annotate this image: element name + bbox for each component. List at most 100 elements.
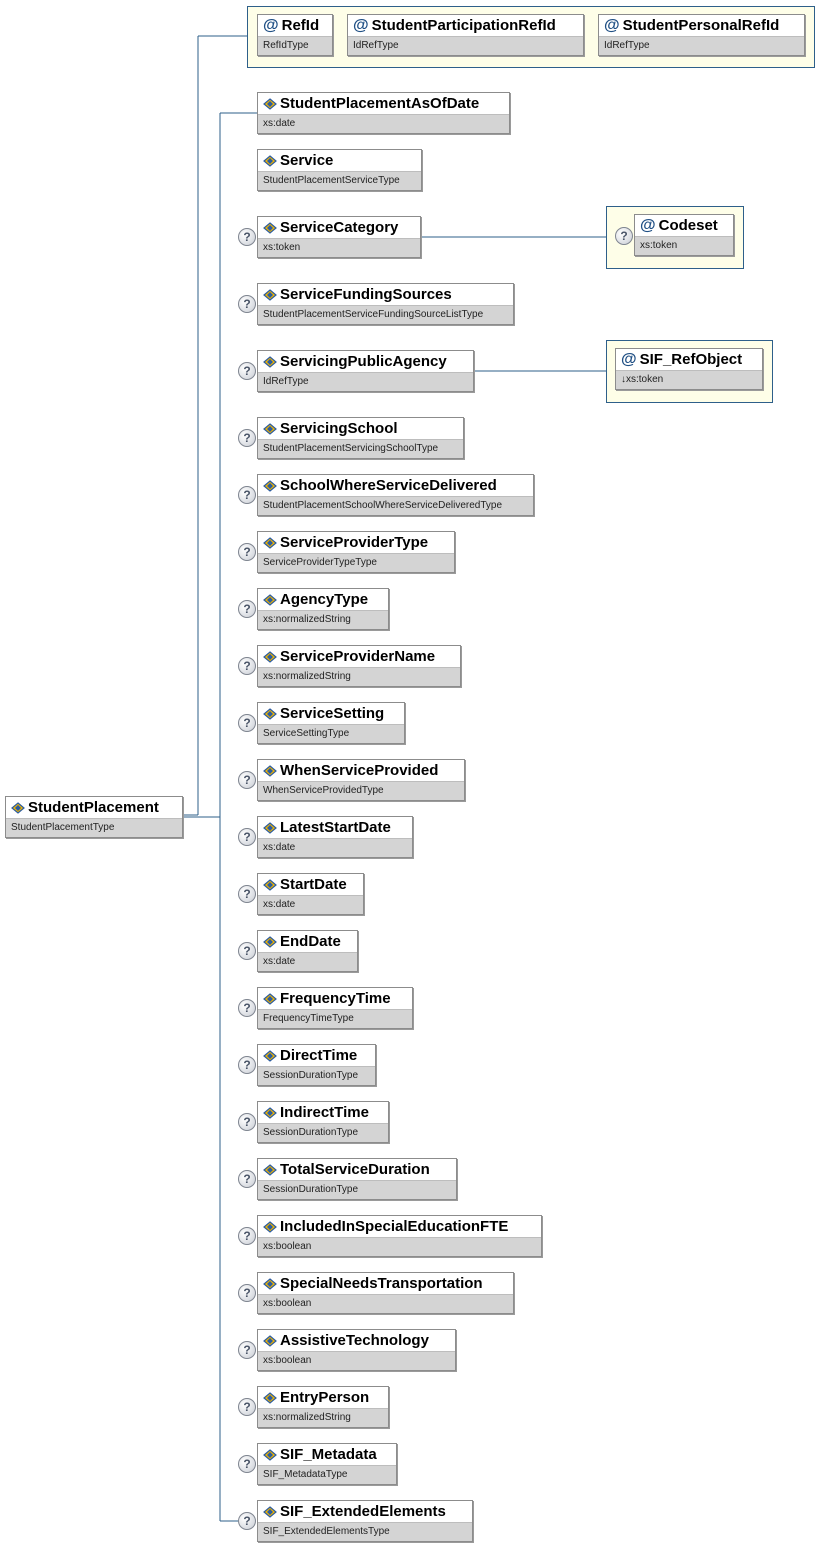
element-service-name: Service bbox=[280, 152, 334, 169]
root-student-placement-type: StudentPlacementType bbox=[6, 818, 182, 837]
attribute-icon: @ bbox=[353, 16, 369, 34]
element-end-date[interactable]: EndDate xs:date bbox=[257, 930, 358, 972]
element-special-needs-transportation-name: SpecialNeedsTransportation bbox=[280, 1275, 483, 1292]
element-icon bbox=[263, 479, 277, 492]
attribute-student-participation-ref-id-name: StudentParticipationRefId bbox=[371, 17, 556, 34]
element-sif-metadata-type: SIF_MetadataType bbox=[258, 1465, 396, 1484]
element-special-needs-transportation[interactable]: SpecialNeedsTransportation xs:boolean bbox=[257, 1272, 514, 1314]
optional-icon: ? bbox=[238, 1398, 256, 1416]
element-icon bbox=[263, 764, 277, 777]
optional-icon: ? bbox=[615, 227, 633, 245]
attribute-icon: @ bbox=[263, 16, 279, 34]
optional-icon: ? bbox=[238, 1170, 256, 1188]
element-icon bbox=[263, 1277, 277, 1290]
element-icon bbox=[263, 1220, 277, 1233]
element-when-service-provided-name: WhenServiceProvided bbox=[280, 762, 439, 779]
element-frequency-time-name: FrequencyTime bbox=[280, 990, 391, 1007]
element-entry-person-name: EntryPerson bbox=[280, 1389, 370, 1406]
optional-icon: ? bbox=[238, 228, 256, 246]
optional-icon: ? bbox=[238, 999, 256, 1017]
element-icon bbox=[263, 355, 277, 368]
element-icon bbox=[263, 992, 277, 1005]
optional-icon: ? bbox=[238, 657, 256, 675]
attribute-sif-refobject-type: ↓xs:token bbox=[616, 370, 762, 389]
element-icon bbox=[263, 422, 277, 435]
element-assistive-technology-type: xs:boolean bbox=[258, 1351, 455, 1370]
element-icon bbox=[263, 650, 277, 663]
element-service-provider-type-type: ServiceProviderTypeType bbox=[258, 553, 454, 572]
element-icon bbox=[263, 536, 277, 549]
element-student-placement-as-of-date-name: StudentPlacementAsOfDate bbox=[280, 95, 480, 112]
element-frequency-time-type: FrequencyTimeType bbox=[258, 1009, 412, 1028]
element-icon bbox=[263, 1505, 277, 1518]
element-icon bbox=[263, 821, 277, 834]
element-service-provider-name-name: ServiceProviderName bbox=[280, 648, 436, 665]
optional-icon: ? bbox=[238, 486, 256, 504]
element-icon bbox=[263, 1391, 277, 1404]
element-special-needs-transportation-type: xs:boolean bbox=[258, 1294, 513, 1313]
element-icon bbox=[263, 221, 277, 234]
attribute-sif-refobject[interactable]: @SIF_RefObject↓xs:token bbox=[615, 348, 763, 390]
element-service-type: StudentPlacementServiceType bbox=[258, 171, 421, 190]
element-school-where-service-delivered-type: StudentPlacementSchoolWhereServiceDelive… bbox=[258, 496, 533, 515]
element-total-service-duration-name: TotalServiceDuration bbox=[280, 1161, 430, 1178]
element-icon bbox=[263, 878, 277, 891]
attribute-icon: @ bbox=[640, 216, 656, 234]
element-servicing-public-agency-type: IdRefType bbox=[258, 372, 473, 391]
element-entry-person-type: xs:normalizedString bbox=[258, 1408, 388, 1427]
element-end-date-type: xs:date bbox=[258, 952, 357, 971]
root-student-placement-name: StudentPlacement bbox=[28, 799, 159, 816]
attribute-icon: @ bbox=[621, 350, 637, 368]
element-service-provider-type-name: ServiceProviderType bbox=[280, 534, 429, 551]
attribute-student-personal-ref-id-type: IdRefType bbox=[599, 36, 804, 55]
optional-icon: ? bbox=[238, 1113, 256, 1131]
element-icon bbox=[263, 935, 277, 948]
element-sif-extended-elements-name: SIF_ExtendedElements bbox=[280, 1503, 446, 1520]
element-icon bbox=[11, 801, 25, 814]
element-servicing-public-agency-name: ServicingPublicAgency bbox=[280, 353, 447, 370]
element-included-in-special-education-fte[interactable]: IncludedInSpecialEducationFTE xs:boolean bbox=[257, 1215, 542, 1257]
element-icon bbox=[263, 1163, 277, 1176]
element-included-in-special-education-fte-type: xs:boolean bbox=[258, 1237, 541, 1256]
element-icon bbox=[263, 707, 277, 720]
element-end-date-name: EndDate bbox=[280, 933, 341, 950]
element-start-date-type: xs:date bbox=[258, 895, 363, 914]
attribute-icon: @ bbox=[604, 16, 620, 34]
element-service-funding-sources-type: StudentPlacementServiceFundingSourceList… bbox=[258, 305, 513, 324]
element-included-in-special-education-fte-name: IncludedInSpecialEducationFTE bbox=[280, 1218, 509, 1235]
optional-icon: ? bbox=[238, 1227, 256, 1245]
optional-icon: ? bbox=[238, 1512, 256, 1530]
element-service-setting-name: ServiceSetting bbox=[280, 705, 385, 722]
element-sif-metadata-name: SIF_Metadata bbox=[280, 1446, 377, 1463]
attribute-codeset-type: xs:token bbox=[635, 236, 733, 255]
optional-icon: ? bbox=[238, 429, 256, 447]
element-servicing-school-name: ServicingSchool bbox=[280, 420, 398, 437]
element-entry-person[interactable]: EntryPerson xs:normalizedString bbox=[257, 1386, 389, 1428]
